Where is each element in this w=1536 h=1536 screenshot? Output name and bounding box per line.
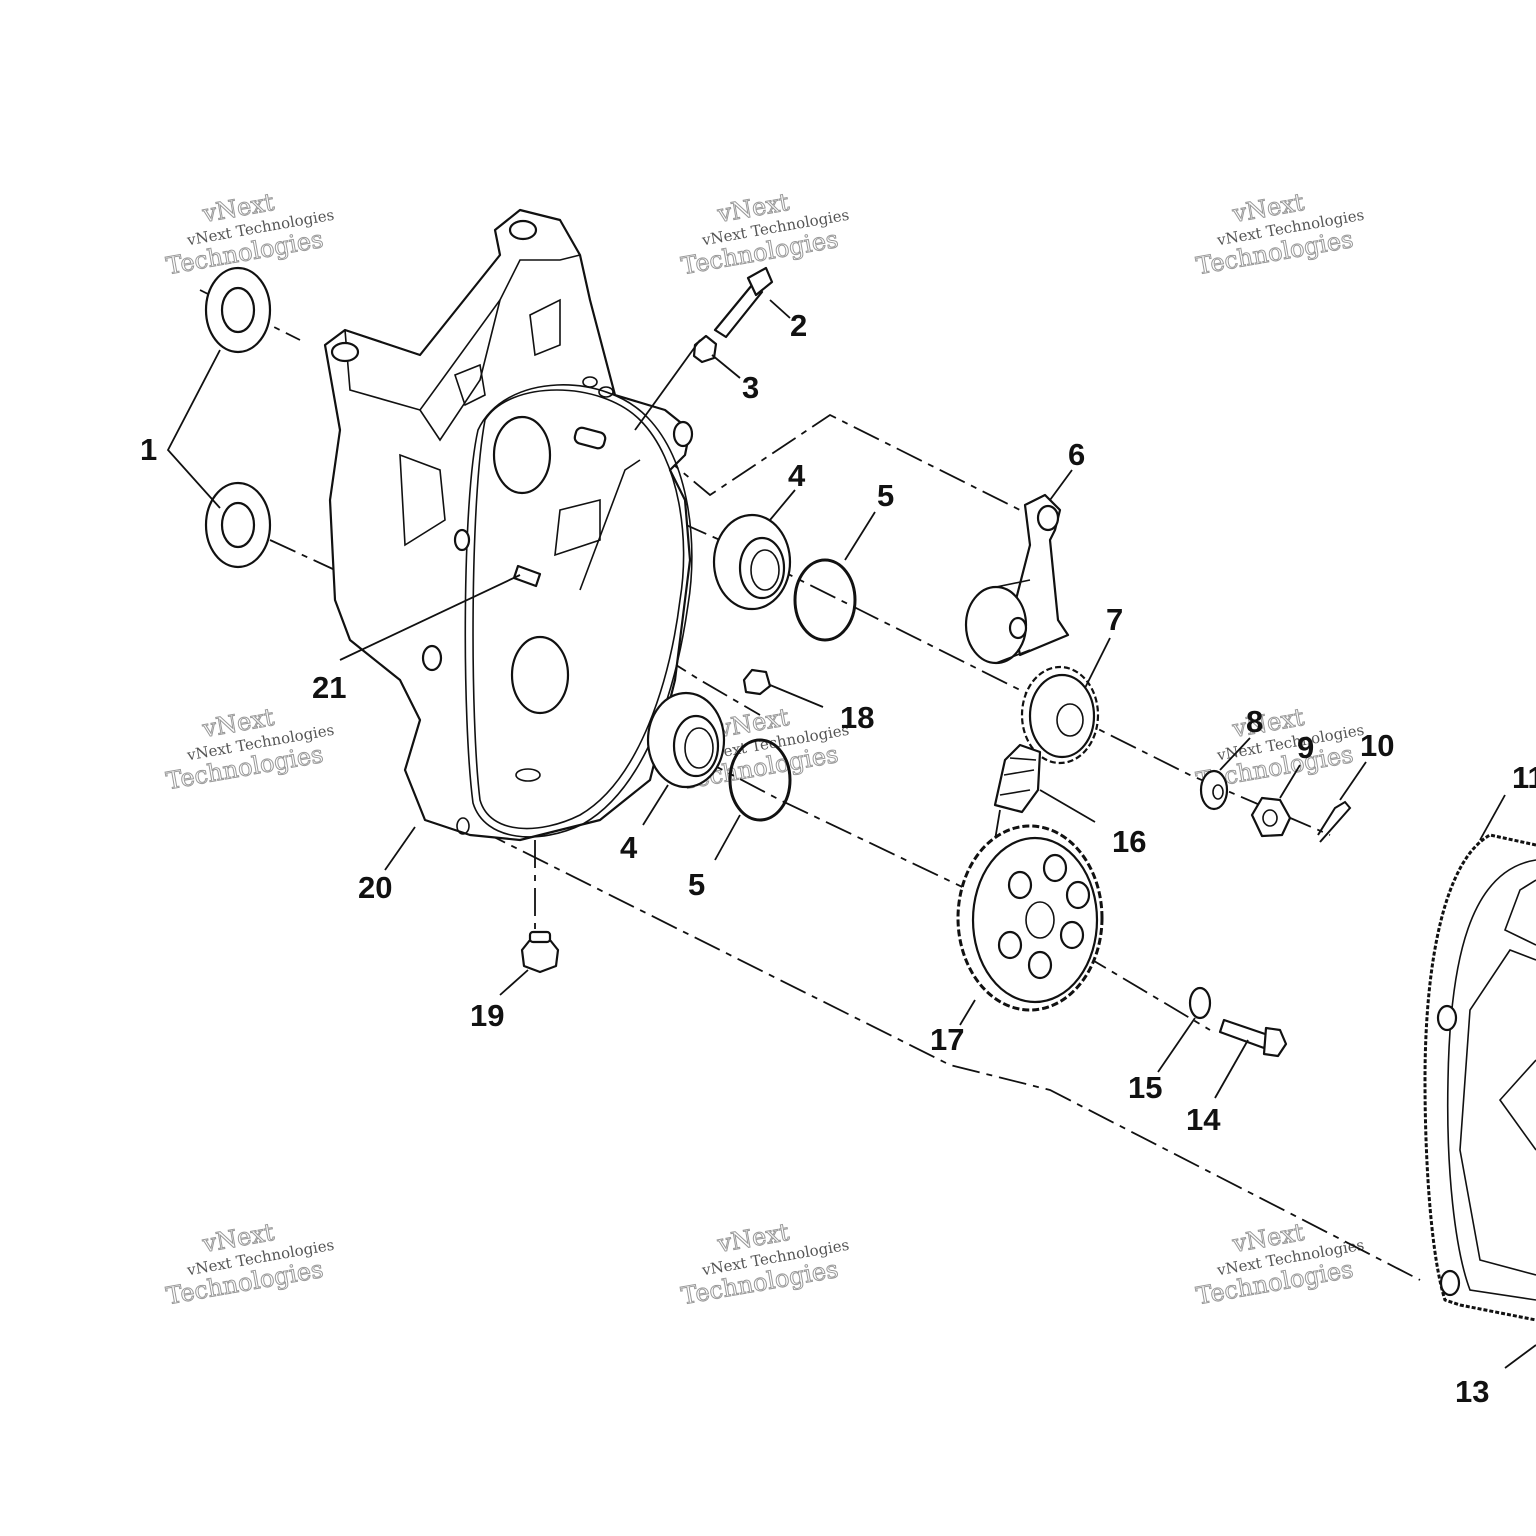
bearing-lower — [646, 691, 726, 789]
callout-10: 10 — [1360, 728, 1394, 763]
callout-3: 3 — [742, 370, 759, 405]
callout-1: 1 — [140, 432, 157, 467]
stud-21 — [512, 564, 542, 588]
callout-8: 8 — [1246, 704, 1263, 739]
callout-15: 15 — [1128, 1070, 1162, 1105]
callout-16: 16 — [1112, 824, 1146, 859]
bolt-14 — [1218, 1018, 1288, 1058]
callout-19: 19 — [470, 998, 504, 1033]
cotter-pin — [1317, 800, 1352, 843]
callout-5-lower: 5 — [688, 867, 705, 902]
callout-9: 9 — [1297, 730, 1314, 765]
callout-5-upper: 5 — [877, 478, 894, 513]
callout-17: 17 — [930, 1022, 964, 1057]
chain-tensioner — [964, 493, 1070, 665]
bearing-upper — [712, 513, 792, 611]
callout-11: 11 — [1512, 760, 1536, 795]
chaincase-housing — [323, 208, 694, 842]
watermark: vNext vNext Technologies Technologies — [678, 187, 850, 280]
driven-sprocket — [956, 824, 1104, 1012]
callout-2: 2 — [790, 308, 807, 343]
callout-6: 6 — [1068, 437, 1085, 472]
drain-plug — [520, 930, 560, 974]
callout-20: 20 — [358, 870, 392, 905]
watermarks: vNext vNext Technologies Technologies vN… — [163, 187, 1365, 1310]
jam-nut — [692, 334, 718, 364]
watermark: vNext vNext Technologies Technologies — [163, 1217, 335, 1310]
watermark: vNext vNext Technologies Technologies — [678, 1217, 850, 1310]
snap-ring-lower — [728, 738, 792, 822]
callout-4-upper: 4 — [788, 458, 806, 493]
watermark: vNext vNext Technologies Technologies — [163, 187, 335, 280]
watermark: vNext vNext Technologies Technologies — [1193, 187, 1365, 280]
callout-13: 13 — [1455, 1374, 1489, 1409]
watermark: vNext vNext Technologies Technologies — [163, 702, 335, 795]
chaincase-cover — [1423, 833, 1536, 1322]
watermark: vNext vNext Technologies Technologies — [1193, 1217, 1365, 1310]
adjuster-bolt — [713, 266, 774, 339]
callout-labels: 1 2 3 4 4 5 5 6 7 8 9 10 11 13 14 15 16 … — [140, 308, 1536, 1409]
castle-nut — [1250, 796, 1292, 838]
drive-sprocket — [1020, 665, 1100, 765]
callout-18: 18 — [840, 700, 874, 735]
callout-7: 7 — [1106, 602, 1123, 637]
callout-4-lower: 4 — [620, 830, 638, 865]
nut-18 — [742, 668, 772, 696]
leader-lines — [166, 299, 1536, 1369]
callout-14: 14 — [1186, 1102, 1221, 1137]
snap-ring-upper — [793, 558, 857, 642]
seal-upper — [204, 266, 272, 354]
washer-15 — [1188, 986, 1212, 1020]
seal-lower — [204, 481, 272, 569]
callout-21: 21 — [312, 670, 346, 705]
washer-8 — [1199, 769, 1229, 811]
